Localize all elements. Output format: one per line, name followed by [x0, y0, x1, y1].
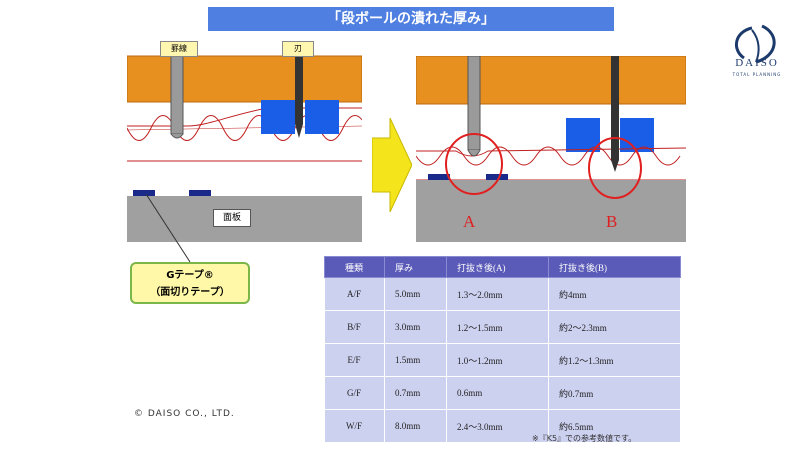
cell-after-a: 1.3〜2.0mm — [446, 277, 549, 311]
gtape-callout: Gテープ® （面切りテープ） — [130, 262, 250, 304]
daiso-logo — [735, 24, 776, 64]
gtape-line1: Gテープ® — [166, 270, 214, 281]
table-row: E/F 1.5mm 1.0〜1.2mm 約1.2〜1.3mm — [324, 343, 681, 377]
cell-thickness: 1.5mm — [384, 343, 447, 377]
cell-after-b: 約6.5mm — [548, 409, 681, 443]
table-row: A/F 5.0mm 1.3〜2.0mm 約4mm — [324, 277, 681, 311]
cell-after-b: 約0.7mm — [548, 376, 681, 410]
cell-after-b: 約1.2〜1.3mm — [548, 343, 681, 377]
cell-after-a: 1.2〜1.5mm — [446, 310, 549, 344]
table-row: G/F 0.7mm 0.6mm 約0.7mm — [324, 376, 681, 410]
label-b: B — [606, 212, 618, 231]
keisen-label: 罫線 — [160, 41, 198, 57]
right-diagram — [416, 56, 686, 242]
page-title: 「段ボールの潰れた厚み」 — [208, 7, 614, 31]
plate-label: 面板 — [213, 209, 251, 227]
cell-after-a: 0.6mm — [446, 376, 549, 410]
cell-type: B/F — [324, 310, 385, 344]
copyright: © DAISO CO., LTD. — [134, 409, 235, 419]
spec-table: 種類 厚み 打抜き後(A) 打抜き後(B) A/F 5.0mm 1.3〜2.0m… — [324, 256, 681, 443]
label-a: A — [463, 212, 476, 231]
table-header-row: 種類 厚み 打抜き後(A) 打抜き後(B) — [324, 256, 681, 278]
cell-type: G/F — [324, 376, 385, 410]
blade-label: 刃 — [282, 41, 314, 57]
gtape-pointer — [145, 194, 191, 263]
table-row: B/F 3.0mm 1.2〜1.5mm 約2〜2.3mm — [324, 310, 681, 344]
arrow-icon — [372, 118, 412, 212]
header-after-b: 打抜き後(B) — [548, 256, 681, 278]
cell-thickness: 5.0mm — [384, 277, 447, 311]
cell-after-b: 約4mm — [548, 277, 681, 311]
cell-thickness: 0.7mm — [384, 376, 447, 410]
logo-subtext: TOTAL PLANNING — [732, 72, 782, 77]
cell-after-b: 約2〜2.3mm — [548, 310, 681, 344]
logo-text: DAISO — [735, 57, 779, 69]
cell-thickness: 8.0mm — [384, 409, 447, 443]
cell-type: E/F — [324, 343, 385, 377]
cell-type: A/F — [324, 277, 385, 311]
cell-thickness: 3.0mm — [384, 310, 447, 344]
cell-type: W/F — [324, 409, 385, 443]
header-after-a: 打抜き後(A) — [446, 256, 549, 278]
reference-note: ※『K5』での参考数値です。 — [532, 434, 637, 443]
cell-after-a: 2.4〜3.0mm — [446, 409, 549, 443]
gtape-line2: （面切りテープ） — [150, 287, 230, 298]
header-type: 種類 — [324, 256, 385, 278]
table-row: W/F 8.0mm 2.4〜3.0mm 約6.5mm — [324, 409, 681, 443]
header-thickness: 厚み — [384, 256, 447, 278]
cell-after-a: 1.0〜1.2mm — [446, 343, 549, 377]
